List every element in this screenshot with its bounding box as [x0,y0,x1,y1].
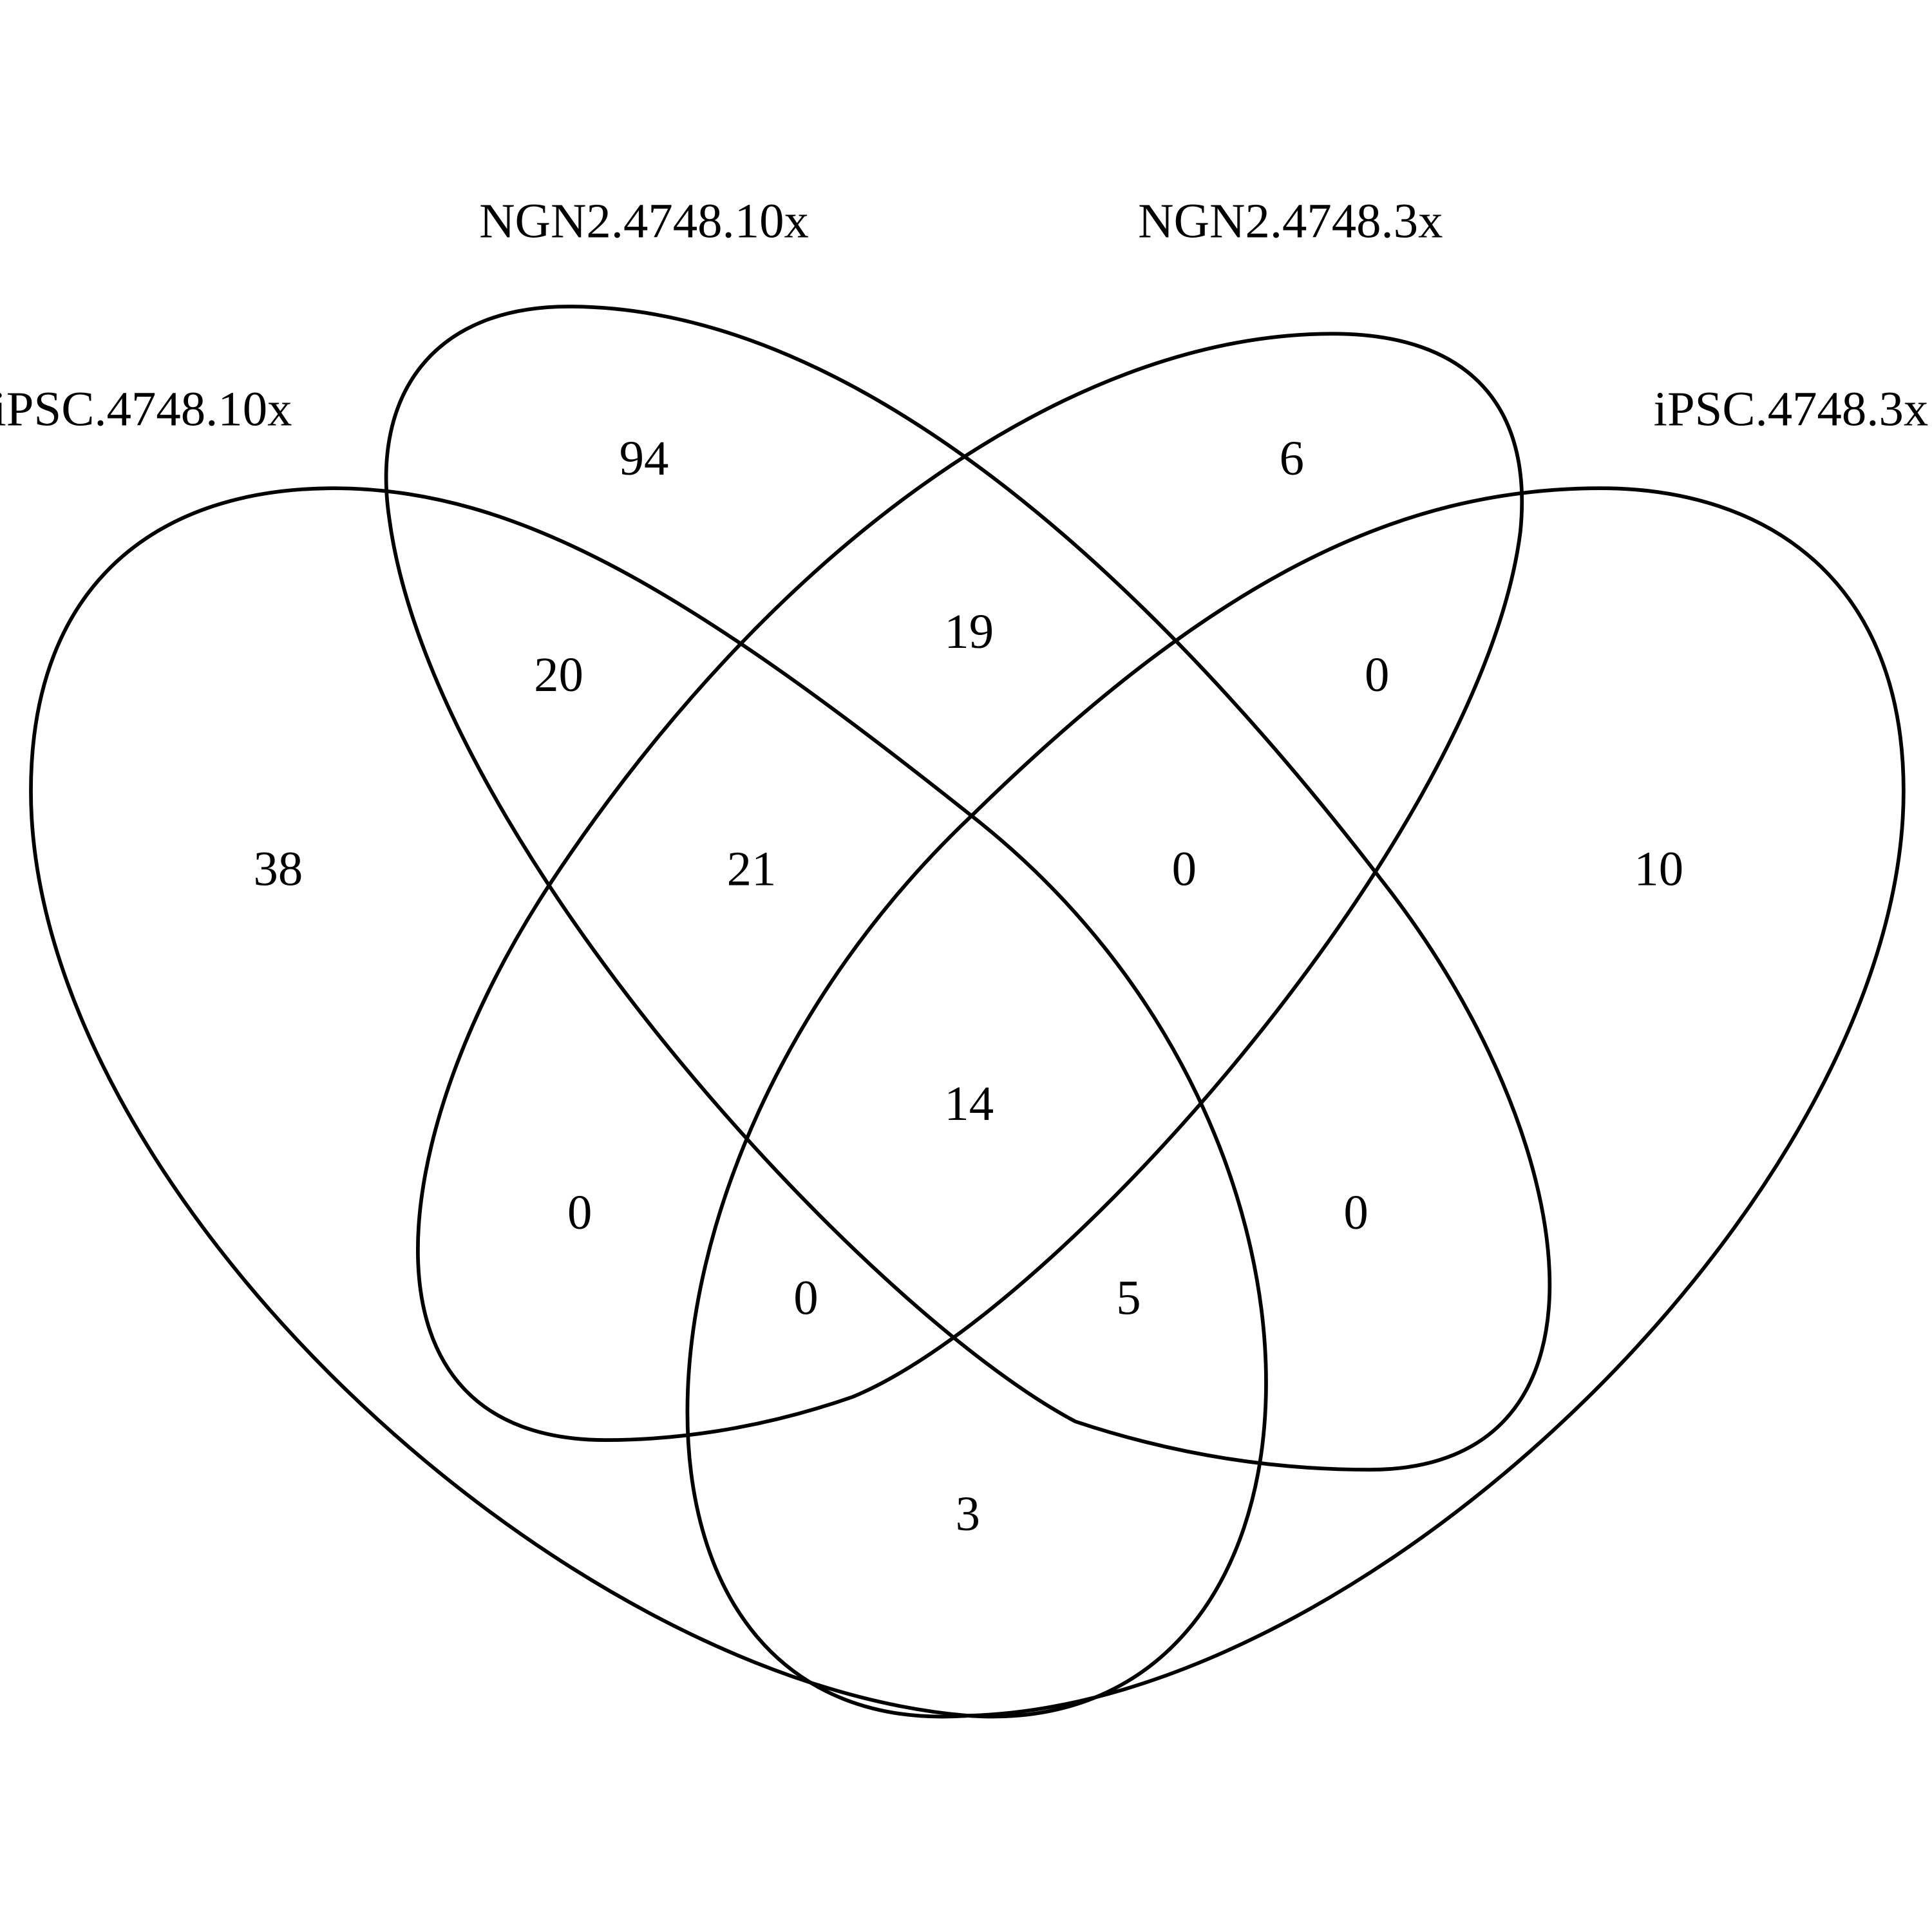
set-outline-ngn2-4748-10x [384,305,1552,1472]
region-count-ipsc10x-ngn10x-ipsc3x: 5 [1116,1270,1141,1325]
region-count-all-four: 14 [944,1076,994,1131]
region-count-ngn10x-ngn3x: 19 [944,604,994,659]
region-count-ngn3x-only: 6 [1280,431,1304,486]
set-outline-ipsc-4748-10x [29,486,1268,1719]
set-outline-ngn2-4748-3x [416,332,1524,1442]
set-label-ipsc-4748-10x: iPSC.4748.10x [0,381,292,436]
region-count-ipsc10x-ngn10x-ngn3x: 21 [727,841,777,896]
region-count-ngn10x-only: 94 [620,431,669,486]
region-count-ipsc10x-ngn10x: 20 [534,647,583,702]
region-count-ipsc10x-ipsc3x: 3 [956,1486,980,1541]
region-count-ipsc10x-ngn3x: 0 [567,1185,592,1240]
region-count-ngn10x-ipsc3x: 0 [1343,1185,1368,1240]
region-count-ipsc10x-only: 38 [253,841,303,896]
region-count-ipsc3x-only: 10 [1634,841,1683,896]
region-count-ngn10x-ngn3x-ipsc3x: 0 [1172,841,1197,896]
region-count-ngn3x-ipsc3x: 0 [1365,647,1389,702]
set-outline-ipsc-4748-3x [685,486,1906,1719]
set-label-ipsc-4748-3x: iPSC.4748.3x [1654,381,1929,436]
set-label-ngn2-4748-3x: NGN2.4748.3x [1138,194,1443,249]
region-count-ipsc10x-ngn3x-ipsc3x: 0 [793,1270,818,1325]
set-label-ngn2-4748-10x: NGN2.4748.10x [479,194,809,249]
